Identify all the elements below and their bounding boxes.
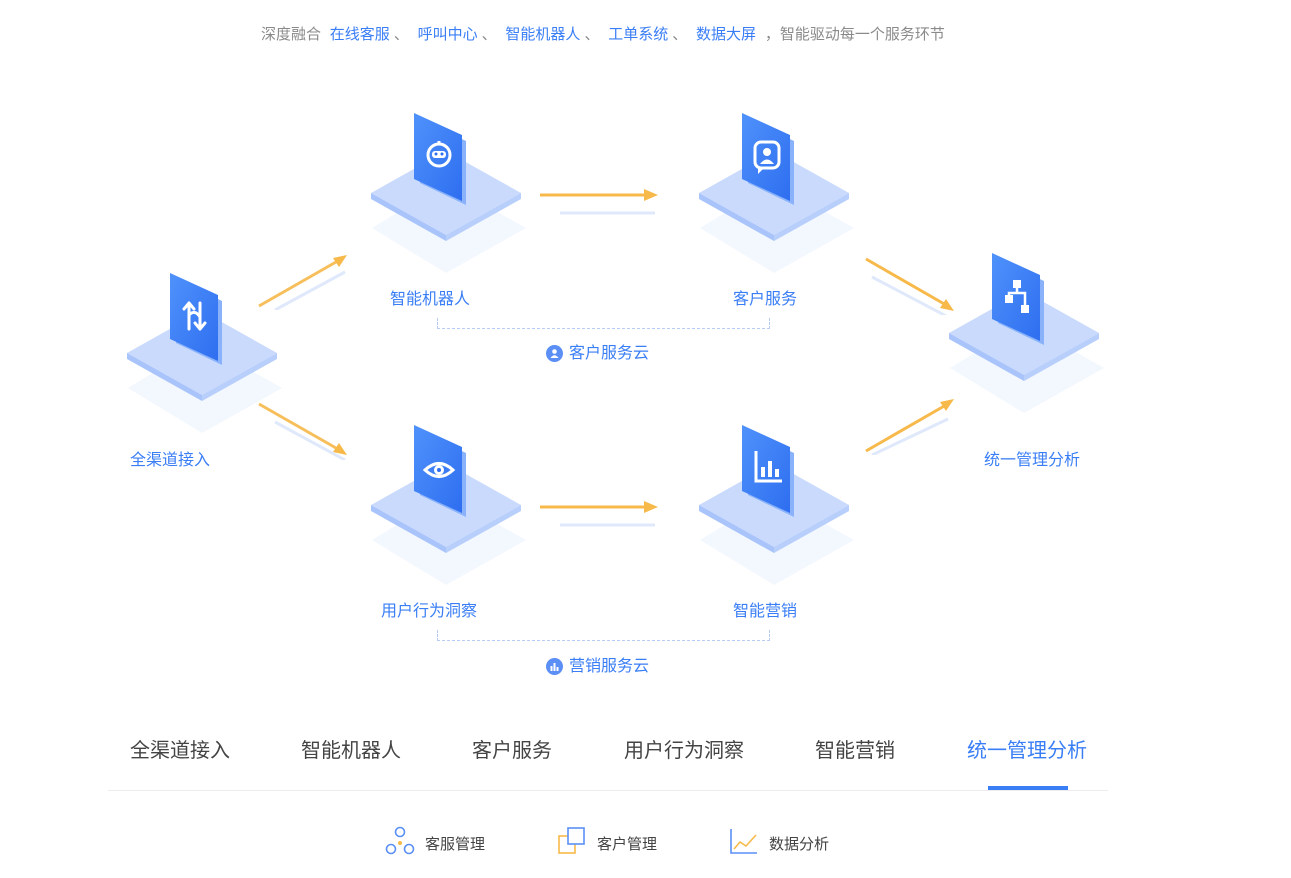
agent-chat-icon: [752, 137, 782, 177]
squares-icon: [557, 826, 587, 860]
arrow-insight-to-marketing: [540, 501, 658, 527]
eye-icon: [422, 455, 456, 485]
architecture-diagram: 全渠道接入 智能机器人 客户服务 用户行为洞察 智能营销 统一管理分析 客户服务…: [122, 105, 1114, 676]
arrow-channel-to-insight: [258, 402, 347, 460]
intro-link-robot[interactable]: 智能机器人: [505, 25, 581, 43]
cloud-service: 客户服务云: [546, 343, 649, 363]
tab-robot[interactable]: 智能机器人: [301, 738, 401, 762]
intro-link-call-center[interactable]: 呼叫中心: [417, 25, 478, 43]
cloud-marketing-label: 营销服务云: [569, 656, 650, 675]
tab-insight[interactable]: 用户行为洞察: [624, 738, 744, 762]
line-chart-icon: [729, 826, 759, 860]
label-robot: 智能机器人: [390, 289, 471, 308]
intro-prefix: 深度融合: [261, 25, 322, 43]
bar-chart-icon: [752, 447, 784, 487]
label-insight: 用户行为洞察: [381, 601, 478, 620]
feature-service-management[interactable]: 客服管理: [385, 826, 485, 860]
node-robot[interactable]: [366, 105, 536, 295]
label-analysis: 统一管理分析: [984, 450, 1081, 469]
bracket-service-cloud: [437, 318, 770, 329]
module-tabs: 全渠道接入 智能机器人 客户服务 用户行为洞察 智能营销 统一管理分析: [108, 722, 1108, 791]
feature-service-management-label: 客服管理: [425, 834, 486, 853]
tab-channel[interactable]: 全渠道接入: [130, 738, 230, 762]
node-channel[interactable]: [122, 265, 292, 455]
swap-arrows-icon: [180, 295, 210, 335]
label-service: 客户服务: [733, 289, 798, 308]
feature-list: 客服管理 客户管理 数据分析: [0, 826, 1291, 862]
arrow-channel-to-robot: [258, 255, 347, 310]
node-insight[interactable]: [366, 417, 536, 607]
feature-customer-management[interactable]: 客户管理: [557, 826, 657, 860]
intro-text: 深度融合 在线客服、 呼叫中心、 智能机器人、 工单系统、 数据大屏 ，智能驱动…: [261, 25, 945, 43]
feature-data-analysis-label: 数据分析: [769, 834, 830, 853]
arrow-marketing-to-analysis: [865, 399, 954, 455]
cloud-service-label: 客户服务云: [569, 343, 650, 362]
label-channel: 全渠道接入: [130, 450, 211, 469]
feature-customer-management-label: 客户管理: [597, 834, 658, 853]
tab-analysis[interactable]: 统一管理分析: [967, 738, 1087, 762]
cloud-marketing: 营销服务云: [546, 656, 649, 676]
intro-suffix: ，智能驱动每一个服务环节: [764, 25, 945, 43]
tab-service[interactable]: 客户服务: [472, 738, 552, 762]
tab-marketing[interactable]: 智能营销: [815, 738, 895, 762]
node-service[interactable]: [694, 105, 864, 295]
user-icon: [546, 344, 563, 362]
intro-link-online-service[interactable]: 在线客服: [329, 25, 390, 43]
arrow-robot-to-service: [540, 189, 658, 215]
chart-icon: [546, 657, 563, 675]
node-marketing[interactable]: [694, 417, 864, 607]
arrow-service-to-analysis: [865, 257, 954, 315]
active-tab-indicator: [988, 786, 1068, 790]
node-analysis[interactable]: [944, 245, 1114, 435]
org-chart-icon: [1002, 277, 1032, 317]
bracket-marketing-cloud: [437, 630, 770, 641]
circles-network-icon: [385, 826, 415, 860]
intro-link-dashboard[interactable]: 数据大屏: [696, 25, 757, 43]
label-marketing: 智能营销: [733, 601, 798, 620]
robot-icon: [424, 137, 454, 177]
feature-data-analysis[interactable]: 数据分析: [729, 826, 829, 860]
intro-link-ticket[interactable]: 工单系统: [608, 25, 669, 43]
